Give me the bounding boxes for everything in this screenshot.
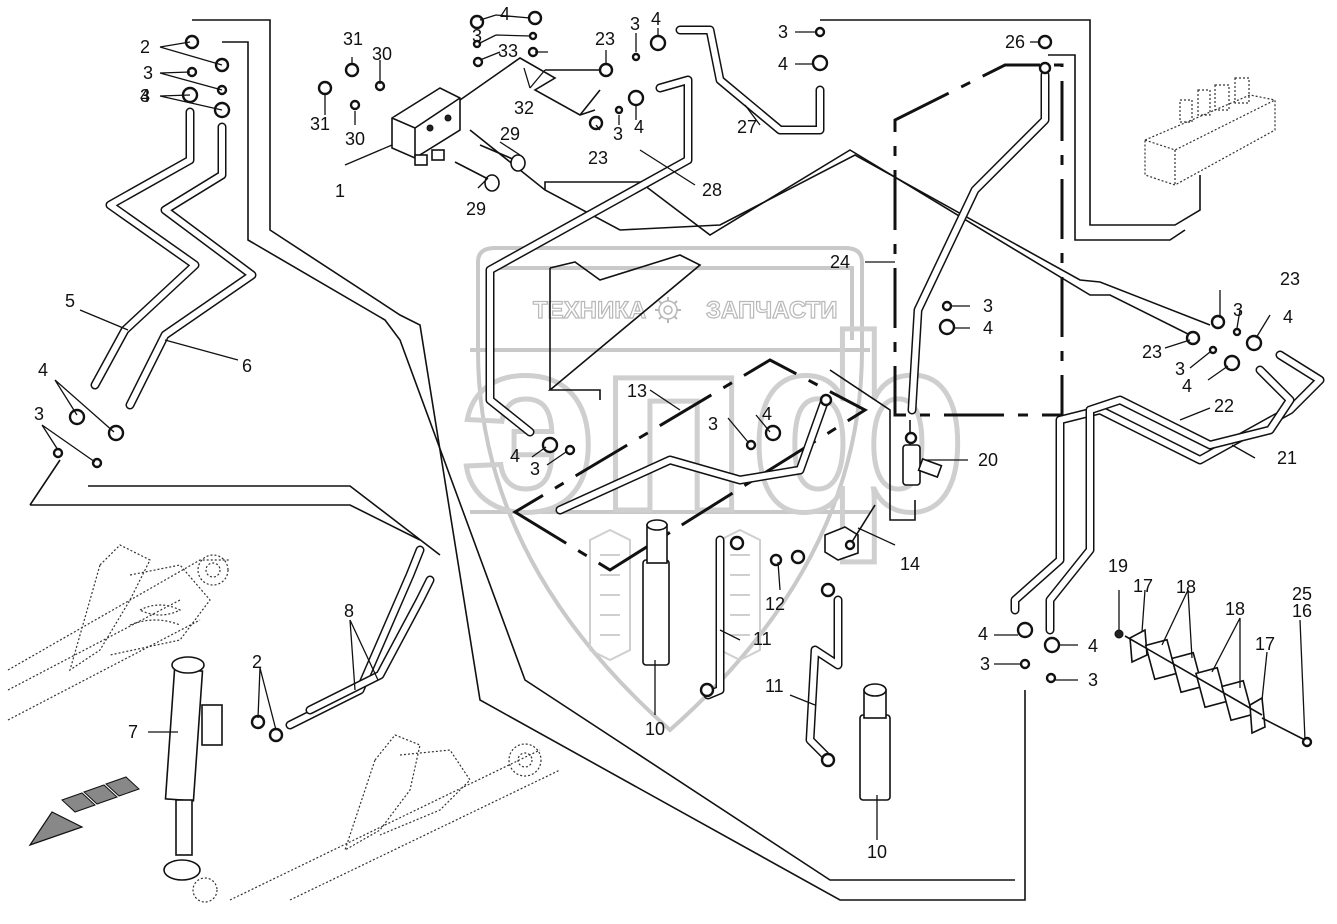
- callout-3: 3: [708, 414, 718, 434]
- callout-22: 22: [1214, 396, 1234, 416]
- callout-11: 11: [753, 629, 772, 649]
- callout-11: 11: [765, 676, 784, 696]
- callout-23: 23: [588, 148, 608, 168]
- callout-23: 23: [1280, 269, 1300, 289]
- callout-4: 4: [1182, 376, 1192, 396]
- watermark: ТЕХНИКА ЗАПЧАСТИ эпф: [458, 246, 970, 733]
- callout-5: 5: [65, 291, 75, 311]
- callout-3: 3: [34, 404, 44, 424]
- callout-2: 2: [140, 37, 150, 57]
- callout-4: 4: [762, 404, 772, 424]
- callout-23: 23: [595, 29, 615, 49]
- callout-3: 3: [630, 14, 640, 34]
- tap-14: [824, 504, 876, 561]
- fittings: [52, 10, 1263, 768]
- callout-31: 31: [310, 114, 330, 134]
- callout-25: 25: [1292, 584, 1312, 604]
- machine-frame-right: [192, 734, 561, 903]
- gear-icon: [655, 297, 681, 323]
- callout-18: 18: [1225, 599, 1245, 619]
- callout-23: 23: [1142, 342, 1162, 362]
- watermark-shield-inner: [488, 266, 854, 340]
- callout-17: 17: [1255, 634, 1275, 654]
- callout-4: 4: [983, 318, 993, 338]
- travel-direction-arrow: [28, 776, 140, 847]
- callout-18: 18: [1176, 577, 1196, 597]
- callout-24: 24: [830, 252, 850, 272]
- callout-4: 4: [978, 624, 988, 644]
- callout-16: 16: [1292, 601, 1312, 621]
- callout-labels: 1 2 2 3 3 3 3 3 3 3 3 3 3 3 3 3 3 4 4 4 …: [34, 4, 1312, 862]
- callout-3: 3: [140, 86, 150, 106]
- machine-frame-left: [7, 544, 230, 721]
- distributor-block: [1144, 77, 1276, 186]
- callout-3: 3: [1233, 300, 1243, 320]
- callout-3: 3: [778, 22, 788, 42]
- callout-7: 7: [128, 722, 138, 742]
- callout-27: 27: [737, 117, 757, 137]
- callout-3: 3: [613, 124, 623, 144]
- watermark-left-text: ТЕХНИКА: [533, 297, 646, 324]
- callout-3: 3: [143, 63, 153, 83]
- callout-4: 4: [1088, 636, 1098, 656]
- cylinder-10-left: [642, 519, 670, 666]
- watermark-shield: [476, 246, 864, 733]
- callout-12: 12: [765, 594, 785, 614]
- callout-10: 10: [645, 719, 665, 739]
- clamp-assembly: [1114, 628, 1313, 748]
- tubes: [90, 25, 1325, 760]
- callout-4: 4: [651, 9, 661, 29]
- cylinder-10-right: [859, 683, 891, 801]
- callout-30: 30: [345, 129, 365, 149]
- callout-2: 2: [252, 652, 262, 672]
- callout-20: 20: [978, 450, 998, 470]
- callout-3: 3: [983, 296, 993, 316]
- callout-4: 4: [778, 54, 788, 74]
- valve-20: [902, 431, 943, 486]
- bolt-29: [454, 144, 526, 192]
- callout-3: 3: [530, 459, 540, 479]
- callout-3: 3: [980, 654, 990, 674]
- callout-14: 14: [900, 554, 920, 574]
- callout-28: 28: [702, 180, 722, 200]
- callout-8: 8: [344, 601, 354, 621]
- callout-4: 4: [500, 4, 510, 24]
- dashed-frames: [512, 63, 1064, 572]
- callout-31: 31: [343, 29, 363, 49]
- callout-29: 29: [500, 124, 520, 144]
- watermark-right-text: ЗАПЧАСТИ: [706, 297, 838, 324]
- callout-3: 3: [1088, 670, 1098, 690]
- callout-4: 4: [1283, 307, 1293, 327]
- watermark-wheat: [589, 528, 761, 662]
- callout-32: 32: [514, 98, 534, 118]
- callout-33: 33: [498, 41, 518, 61]
- callout-4: 4: [140, 86, 150, 106]
- cylinder-7: [163, 656, 223, 881]
- leader-lines: [41, 14, 1306, 840]
- callout-10: 10: [867, 842, 887, 862]
- callout-26: 26: [1005, 32, 1025, 52]
- callout-3: 3: [1175, 359, 1185, 379]
- callout-4: 4: [510, 446, 520, 466]
- watermark-logo-text: эпф: [460, 284, 968, 563]
- callout-29: 29: [466, 199, 486, 219]
- callout-6: 6: [242, 356, 252, 376]
- callout-19: 19: [1108, 556, 1128, 576]
- valve-block-1: [391, 87, 461, 166]
- hydraulic-lines: [29, 19, 1211, 901]
- callout-17: 17: [1133, 576, 1153, 596]
- callout-1: 1: [335, 181, 345, 201]
- callout-30: 30: [372, 44, 392, 64]
- callout-13: 13: [627, 381, 647, 401]
- callout-21: 21: [1277, 448, 1297, 468]
- callout-3: 3: [472, 26, 482, 46]
- callout-4: 4: [634, 117, 644, 137]
- callout-4: 4: [38, 360, 48, 380]
